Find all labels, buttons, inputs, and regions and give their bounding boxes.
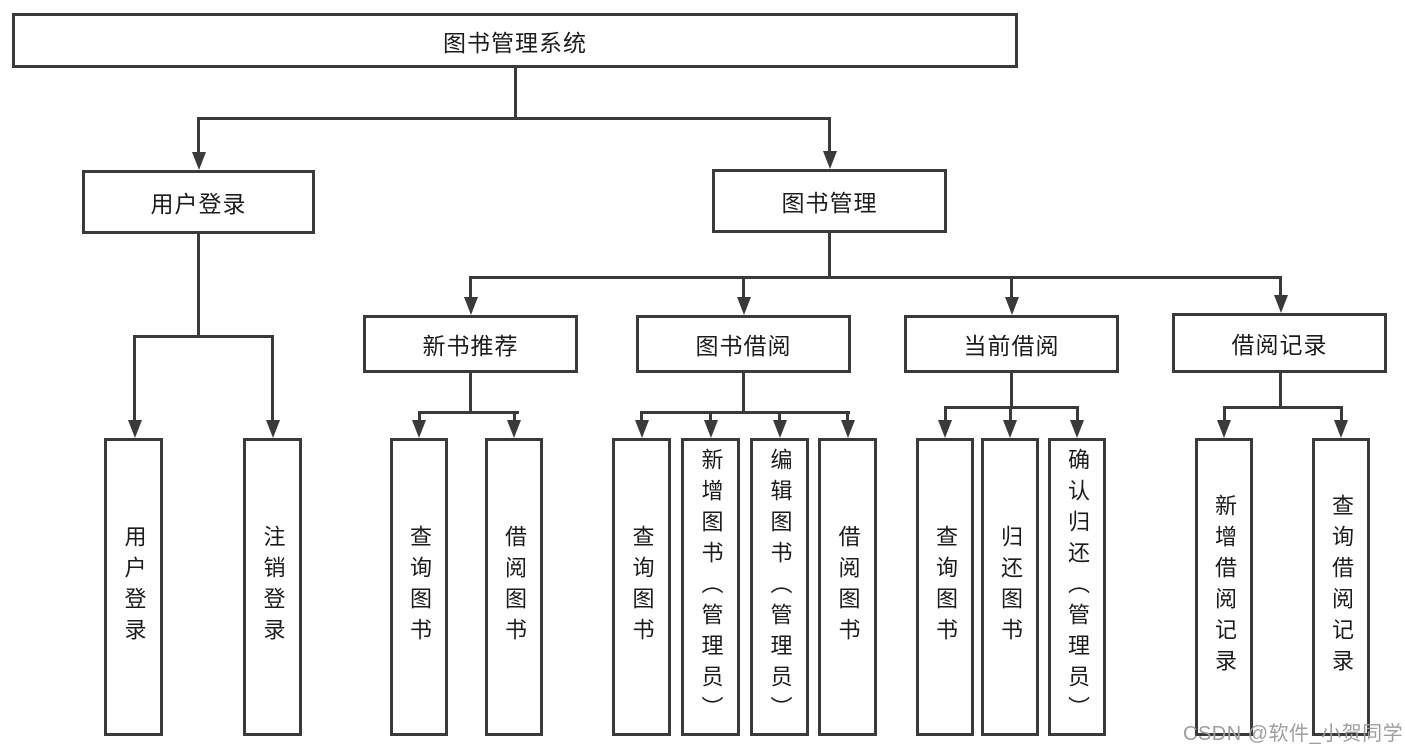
node-borrow-label: 图书借阅 bbox=[695, 333, 792, 359]
leaf-current-confirm-admin: 确认归还（管理员） bbox=[1048, 438, 1106, 736]
node-user-login: 用户登录 bbox=[82, 170, 315, 234]
connector-borrow-stem bbox=[742, 373, 745, 413]
arrowhead-leaf-logout-icon bbox=[266, 420, 280, 438]
leaf-current-return-label: 归还图书 bbox=[998, 525, 1023, 649]
leaf-current-return: 归还图书 bbox=[981, 438, 1039, 736]
leaf-current-confirm-admin-label: 确认归还（管理员） bbox=[1065, 447, 1090, 727]
arrowhead-leaf-b-add-icon bbox=[704, 420, 718, 438]
connector-to-leaf-nb-query bbox=[418, 411, 421, 423]
leaf-new-book-borrow-label: 借阅图书 bbox=[502, 525, 527, 649]
connector-new-book-bar bbox=[418, 411, 519, 414]
arrowhead-user-login-icon bbox=[192, 152, 206, 170]
node-current-label: 当前借阅 bbox=[963, 333, 1060, 359]
leaf-borrow-borrow: 借阅图书 bbox=[818, 438, 877, 736]
leaf-new-book-query: 查询图书 bbox=[390, 438, 448, 736]
connector-to-leaf-nb-borrow bbox=[513, 411, 516, 423]
connector-to-leaf-b-edit bbox=[778, 411, 781, 423]
connector-to-leaf-r-add bbox=[1223, 406, 1226, 423]
connector-records-bar bbox=[1223, 406, 1343, 409]
leaf-new-book-borrow: 借阅图书 bbox=[485, 438, 543, 736]
leaf-borrow-edit-admin: 编辑图书（管理员） bbox=[750, 438, 809, 736]
connector-root-bar bbox=[197, 117, 831, 120]
leaf-current-query: 查询图书 bbox=[916, 438, 974, 736]
connector-current-stem bbox=[1010, 373, 1013, 408]
node-book-mgmt-label: 图书管理 bbox=[781, 190, 878, 216]
connector-to-records bbox=[1279, 276, 1282, 297]
arrowhead-new-book-icon bbox=[464, 297, 478, 315]
connector-root-to-book-mgmt bbox=[828, 117, 831, 154]
arrowhead-leaf-nb-query-icon bbox=[412, 420, 426, 438]
leaf-new-book-query-label: 查询图书 bbox=[407, 525, 432, 649]
arrowhead-leaf-nb-borrow-icon bbox=[507, 420, 521, 438]
leaf-records-add-label: 新增借阅记录 bbox=[1212, 494, 1237, 680]
leaf-records-query-label: 查询借阅记录 bbox=[1329, 494, 1354, 680]
leaf-logout-label: 注销登录 bbox=[260, 525, 286, 649]
leaf-borrow-borrow-label: 借阅图书 bbox=[835, 525, 861, 649]
arrowhead-leaf-r-add-icon bbox=[1217, 420, 1231, 438]
connector-borrow-bar bbox=[640, 411, 850, 414]
node-book-mgmt: 图书管理 bbox=[712, 169, 947, 233]
node-user-login-label: 用户登录 bbox=[150, 191, 247, 217]
arrowhead-records-icon bbox=[1274, 295, 1288, 313]
node-root-label: 图书管理系统 bbox=[443, 29, 587, 56]
arrowhead-leaf-b-edit-icon bbox=[773, 420, 787, 438]
connector-new-book-stem bbox=[469, 373, 472, 413]
connector-records-stem bbox=[1279, 373, 1282, 408]
connector-to-current bbox=[1010, 276, 1013, 299]
connector-to-leaf-b-borrow bbox=[846, 411, 849, 423]
connector-to-leaf-b-query bbox=[640, 411, 643, 423]
leaf-borrow-query: 查询图书 bbox=[612, 438, 671, 736]
connector-to-borrow bbox=[742, 276, 745, 299]
connector-to-leaf-c-confirm bbox=[1076, 406, 1079, 423]
node-records: 借阅记录 bbox=[1172, 313, 1387, 373]
node-new-book-label: 新书推荐 bbox=[422, 333, 519, 359]
node-borrow: 图书借阅 bbox=[636, 315, 851, 373]
arrowhead-leaf-r-query-icon bbox=[1334, 420, 1348, 438]
connector-root-stem bbox=[514, 66, 517, 119]
arrowhead-leaf-c-confirm-icon bbox=[1070, 420, 1084, 438]
csdn-watermark: CSDN @软件_小贺同学 bbox=[1183, 717, 1403, 746]
leaf-records-add: 新增借阅记录 bbox=[1195, 438, 1253, 736]
connector-to-new-book bbox=[469, 276, 472, 299]
arrowhead-leaf-b-query-icon bbox=[635, 420, 649, 438]
connector-to-leaf-b-add bbox=[709, 411, 712, 423]
node-records-label: 借阅记录 bbox=[1231, 332, 1328, 358]
leaf-borrow-edit-admin-label: 编辑图书（管理员） bbox=[767, 447, 793, 727]
csdn-watermark-text: CSDN @软件_小贺同学 bbox=[1183, 723, 1404, 745]
leaf-user-login-label: 用户登录 bbox=[121, 525, 147, 649]
leaf-logout: 注销登录 bbox=[243, 438, 302, 736]
connector-to-leaf-c-query bbox=[944, 406, 947, 423]
arrowhead-leaf-b-borrow-icon bbox=[841, 420, 855, 438]
node-root: 图书管理系统 bbox=[12, 13, 1018, 68]
arrowhead-borrow-icon bbox=[737, 297, 751, 315]
leaf-user-login: 用户登录 bbox=[104, 438, 163, 736]
connector-user-login-bar bbox=[133, 335, 274, 338]
leaf-borrow-add-admin-label: 新增图书（管理员） bbox=[698, 447, 724, 727]
connector-to-leaf-r-query bbox=[1340, 406, 1343, 423]
connector-book-mgmt-stem bbox=[828, 233, 831, 278]
leaf-borrow-query-label: 查询图书 bbox=[629, 525, 655, 649]
connector-to-leaf-c-return bbox=[1009, 406, 1012, 423]
leaf-records-query: 查询借阅记录 bbox=[1312, 438, 1370, 736]
connector-root-to-user-login bbox=[197, 117, 200, 155]
arrowhead-current-icon bbox=[1005, 297, 1019, 315]
connector-to-leaf-logout bbox=[271, 335, 274, 422]
node-current: 当前借阅 bbox=[904, 315, 1119, 373]
connector-to-leaf-login bbox=[133, 335, 136, 422]
arrowhead-leaf-login-icon bbox=[128, 420, 142, 438]
arrowhead-book-mgmt-icon bbox=[823, 151, 837, 169]
node-new-book: 新书推荐 bbox=[363, 315, 578, 373]
arrowhead-leaf-c-query-icon bbox=[938, 420, 952, 438]
leaf-borrow-add-admin: 新增图书（管理员） bbox=[681, 438, 740, 736]
leaf-current-query-label: 查询图书 bbox=[933, 525, 958, 649]
connector-user-login-stem bbox=[197, 234, 200, 337]
connector-book-mgmt-bar bbox=[469, 276, 1282, 279]
arrowhead-leaf-c-return-icon bbox=[1003, 420, 1017, 438]
